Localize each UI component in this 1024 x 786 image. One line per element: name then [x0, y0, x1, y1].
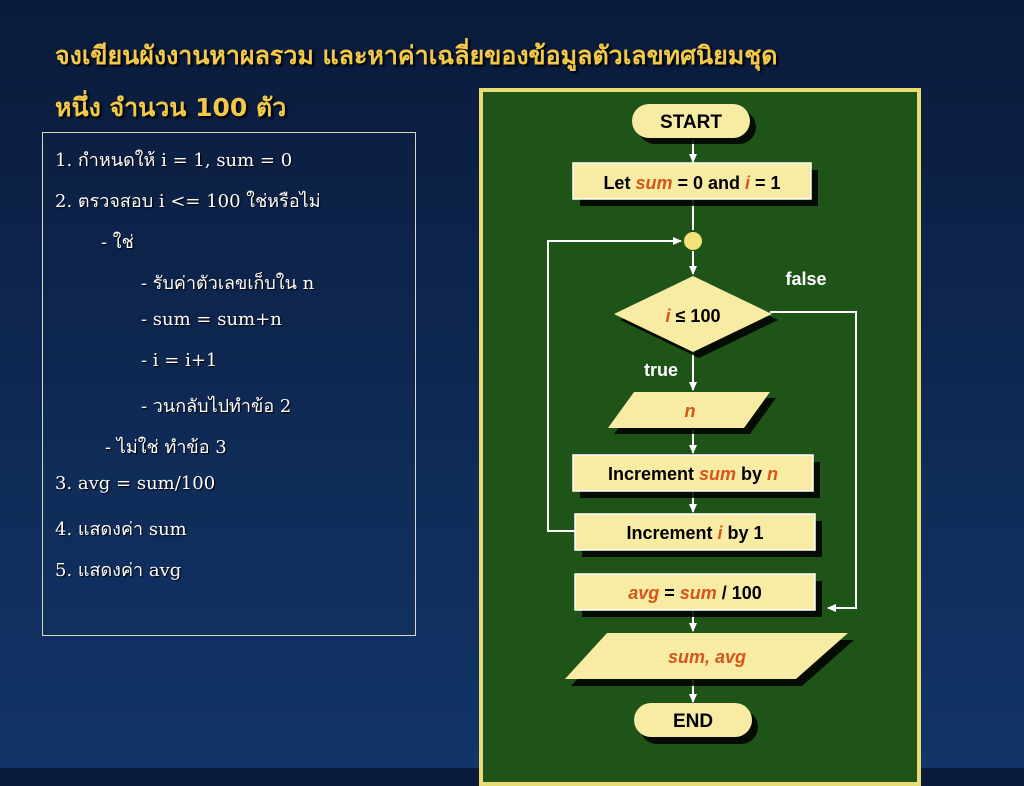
step-2-no: - ไม่ใช่ ทำข้อ 3 — [105, 437, 227, 458]
increment-sum-label: Increment sum by n — [608, 464, 778, 484]
increment-i-label: Increment i by 1 — [626, 523, 763, 543]
arrow-false — [770, 311, 857, 612]
start-label: START — [660, 112, 722, 133]
step-2-yes-read: - รับค่าตัวเลขเก็บใน n — [141, 273, 315, 294]
input-label: n — [685, 401, 696, 421]
increment-i-process: Increment i by 1 — [574, 513, 822, 557]
output-label: sum, avg — [668, 647, 746, 667]
decision-diamond: i ≤ 100 — [614, 276, 778, 358]
flowchart: START Let sum = 0 and i = 1 i ≤ 100 fals… — [547, 104, 857, 744]
step-5: 5. แสดงค่า avg — [55, 560, 182, 581]
output-parallelogram: sum, avg — [565, 633, 854, 686]
init-label: Let sum = 0 and i = 1 — [603, 173, 780, 193]
step-2-yes: - ใช่ — [101, 232, 134, 253]
title-line-2: หนึ่ง จำนวน 100 ตัว — [55, 93, 287, 122]
step-2-yes-sum: - sum = sum+n — [141, 309, 282, 330]
decision-label: i ≤ 100 — [666, 306, 721, 326]
avg-label: avg = sum / 100 — [628, 583, 762, 603]
step-2: 2. ตรวจสอบ i <= 100 ใช่หรือไม่ — [55, 191, 321, 212]
false-label: false — [785, 269, 826, 289]
increment-sum-process: Increment sum by n — [572, 454, 820, 498]
input-n-parallelogram: n — [608, 392, 776, 434]
init-process: Let sum = 0 and i = 1 — [572, 162, 818, 206]
step-4: 4. แสดงค่า sum — [55, 519, 187, 540]
true-label: true — [644, 360, 678, 380]
page-title: จงเขียนผังงานหาผลรวม และหาค่าเฉลี่ยของข้… — [55, 30, 995, 134]
start-terminal: START — [632, 104, 756, 144]
loop-connector — [684, 232, 702, 250]
end-label: END — [673, 711, 713, 732]
step-2-yes-loop: - วนกลับไปทำข้อ 2 — [141, 396, 292, 417]
step-1: 1. กำหนดให้ i = 1, sum = 0 — [55, 150, 293, 171]
step-2-yes-increment: - i = i+1 — [141, 350, 218, 371]
arrow-loop-back — [547, 237, 682, 532]
step-3: 3. avg = sum/100 — [55, 473, 216, 494]
title-line-1: จงเขียนผังงานหาผลรวม และหาค่าเฉลี่ยของข้… — [55, 41, 778, 70]
end-terminal: END — [634, 703, 758, 744]
algorithm-steps-box: 1. กำหนดให้ i = 1, sum = 0 2. ตรวจสอบ i … — [42, 132, 416, 636]
avg-process: avg = sum / 100 — [574, 573, 822, 617]
